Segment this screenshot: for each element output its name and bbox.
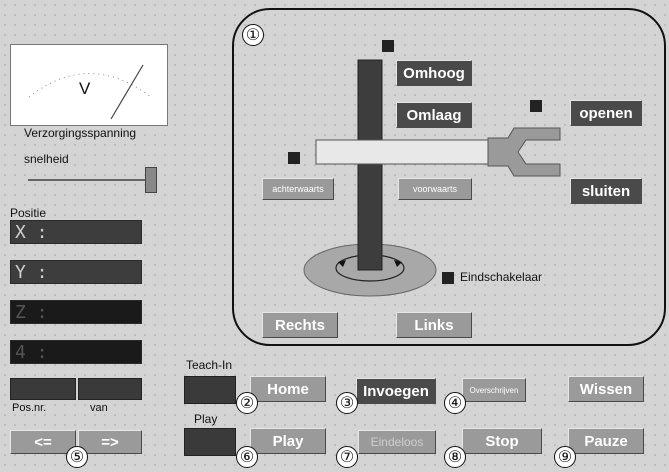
omhoog-button[interactable]: Omhoog	[396, 60, 472, 86]
callout-7: ⑦	[336, 446, 358, 468]
backward-limit-indicator	[288, 152, 300, 164]
eindschakelaar-label: Eindschakelaar	[460, 270, 543, 284]
voorwaarts-button[interactable]: voorwaarts	[398, 178, 472, 200]
play-indicator	[184, 428, 236, 456]
play-button[interactable]: Play	[250, 428, 326, 454]
rotation-arrow-left	[338, 260, 346, 267]
achterwaarts-button[interactable]: achterwaarts	[262, 178, 334, 200]
voltmeter-scale	[28, 64, 152, 120]
callout-8: ⑧	[444, 446, 466, 468]
voltmeter-unit: V	[79, 79, 91, 98]
speed-slider-thumb[interactable]	[145, 167, 158, 193]
wissen-button[interactable]: Wissen	[568, 376, 644, 402]
eindschakelaar-indicator	[442, 272, 454, 284]
posnr-total-field	[78, 378, 142, 400]
voltmeter-label: Verzorgingsspanning	[24, 126, 137, 140]
callout-4: ④	[444, 392, 466, 414]
callout-2: ②	[236, 392, 258, 414]
play-label: Play	[194, 412, 218, 426]
gripper	[487, 127, 561, 177]
voltmeter: V	[10, 44, 168, 126]
teach-in-indicator	[184, 376, 236, 404]
posnr-field[interactable]	[10, 378, 76, 400]
sluiten-button[interactable]: sluiten	[570, 178, 642, 204]
rechts-button[interactable]: Rechts	[262, 312, 338, 338]
eindeloos-button[interactable]: Eindeloos	[358, 430, 436, 454]
position-x-readout: X :	[10, 220, 142, 244]
robot-control-frame	[232, 8, 666, 346]
top-limit-indicator	[382, 40, 394, 52]
voltmeter-needle	[110, 64, 144, 120]
teach-in-label: Teach-In	[186, 358, 233, 372]
callout-9: ⑨	[554, 446, 576, 468]
posnr-van-label: van	[90, 402, 108, 414]
position-label: Positie	[10, 206, 47, 220]
omlaag-button[interactable]: Omlaag	[396, 102, 472, 128]
vertical-column	[357, 59, 383, 271]
next-position-button[interactable]: =>	[78, 430, 142, 454]
rotation-arrow-right	[394, 260, 402, 267]
speed-slider-track[interactable]	[28, 179, 154, 181]
position-z-readout: Z :	[10, 300, 142, 324]
callout-3: ③	[336, 392, 358, 414]
callout-6: ⑥	[236, 446, 258, 468]
callout-1: ①	[242, 24, 264, 46]
position-4-readout: 4 :	[10, 340, 142, 364]
invoegen-button[interactable]: Invoegen	[356, 378, 436, 404]
overschrijven-button[interactable]: Overschrijven	[462, 378, 526, 402]
gripper-limit-indicator	[530, 100, 542, 112]
openen-button[interactable]: openen	[570, 100, 642, 126]
home-button[interactable]: Home	[250, 376, 326, 402]
pauze-button[interactable]: Pauze	[568, 428, 644, 454]
links-button[interactable]: Links	[396, 312, 472, 338]
posnr-label: Pos.nr.	[12, 402, 47, 414]
callout-5: ⑤	[66, 446, 88, 468]
stop-button[interactable]: Stop	[462, 428, 542, 454]
horizontal-arm	[315, 139, 489, 165]
speed-label: snelheid	[24, 152, 69, 166]
position-y-readout: Y :	[10, 260, 142, 284]
prev-position-button[interactable]: <=	[10, 430, 76, 454]
